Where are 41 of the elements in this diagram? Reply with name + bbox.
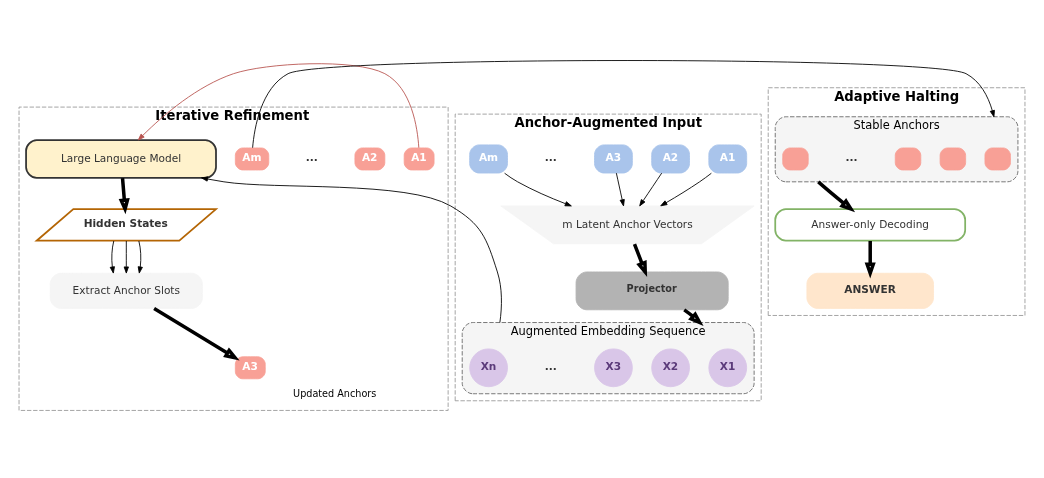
arrow: [639, 172, 663, 207]
node-box: A1: [403, 147, 435, 171]
node-box: ANSWER: [806, 272, 934, 309]
node-box: A3: [594, 144, 633, 174]
arrow: [615, 172, 625, 207]
node-box: [939, 147, 967, 171]
arrow: [201, 176, 502, 323]
arrow: [817, 180, 856, 213]
node-circle: Xn: [469, 348, 508, 388]
arrow: [109, 240, 115, 274]
arrow: [252, 60, 995, 149]
node-box: Answer-only Decoding: [774, 208, 967, 242]
arrow: [864, 241, 876, 279]
label: Updated Anchors: [293, 388, 377, 400]
arrow: [153, 307, 240, 361]
node-circle: X1: [708, 348, 748, 388]
node-circle: X3: [594, 348, 633, 388]
node-box: Extract Anchor Slots: [49, 272, 203, 309]
label: ...: [544, 359, 557, 372]
node-circle: X2: [651, 348, 690, 388]
arrow: [660, 172, 712, 207]
node-box: A2: [651, 144, 690, 174]
label: ...: [305, 150, 318, 163]
arrow: [137, 63, 420, 149]
arrow: [504, 172, 572, 207]
node-box: [984, 147, 1011, 171]
arrow: [632, 243, 648, 277]
node-box: A3: [234, 356, 266, 380]
node-box: Am: [234, 147, 270, 171]
arrow: [123, 240, 129, 274]
label: ...: [544, 150, 557, 163]
node-box: [782, 147, 809, 171]
node-box: Large Language Model: [25, 139, 217, 179]
node-box: Am: [469, 144, 508, 174]
label: ...: [845, 150, 858, 163]
node-box: Projector: [575, 271, 729, 311]
node-box: [894, 147, 922, 171]
node-box: A1: [708, 144, 748, 174]
arrow: [137, 240, 143, 274]
arrow: [118, 177, 130, 215]
node-box: A2: [354, 147, 386, 171]
